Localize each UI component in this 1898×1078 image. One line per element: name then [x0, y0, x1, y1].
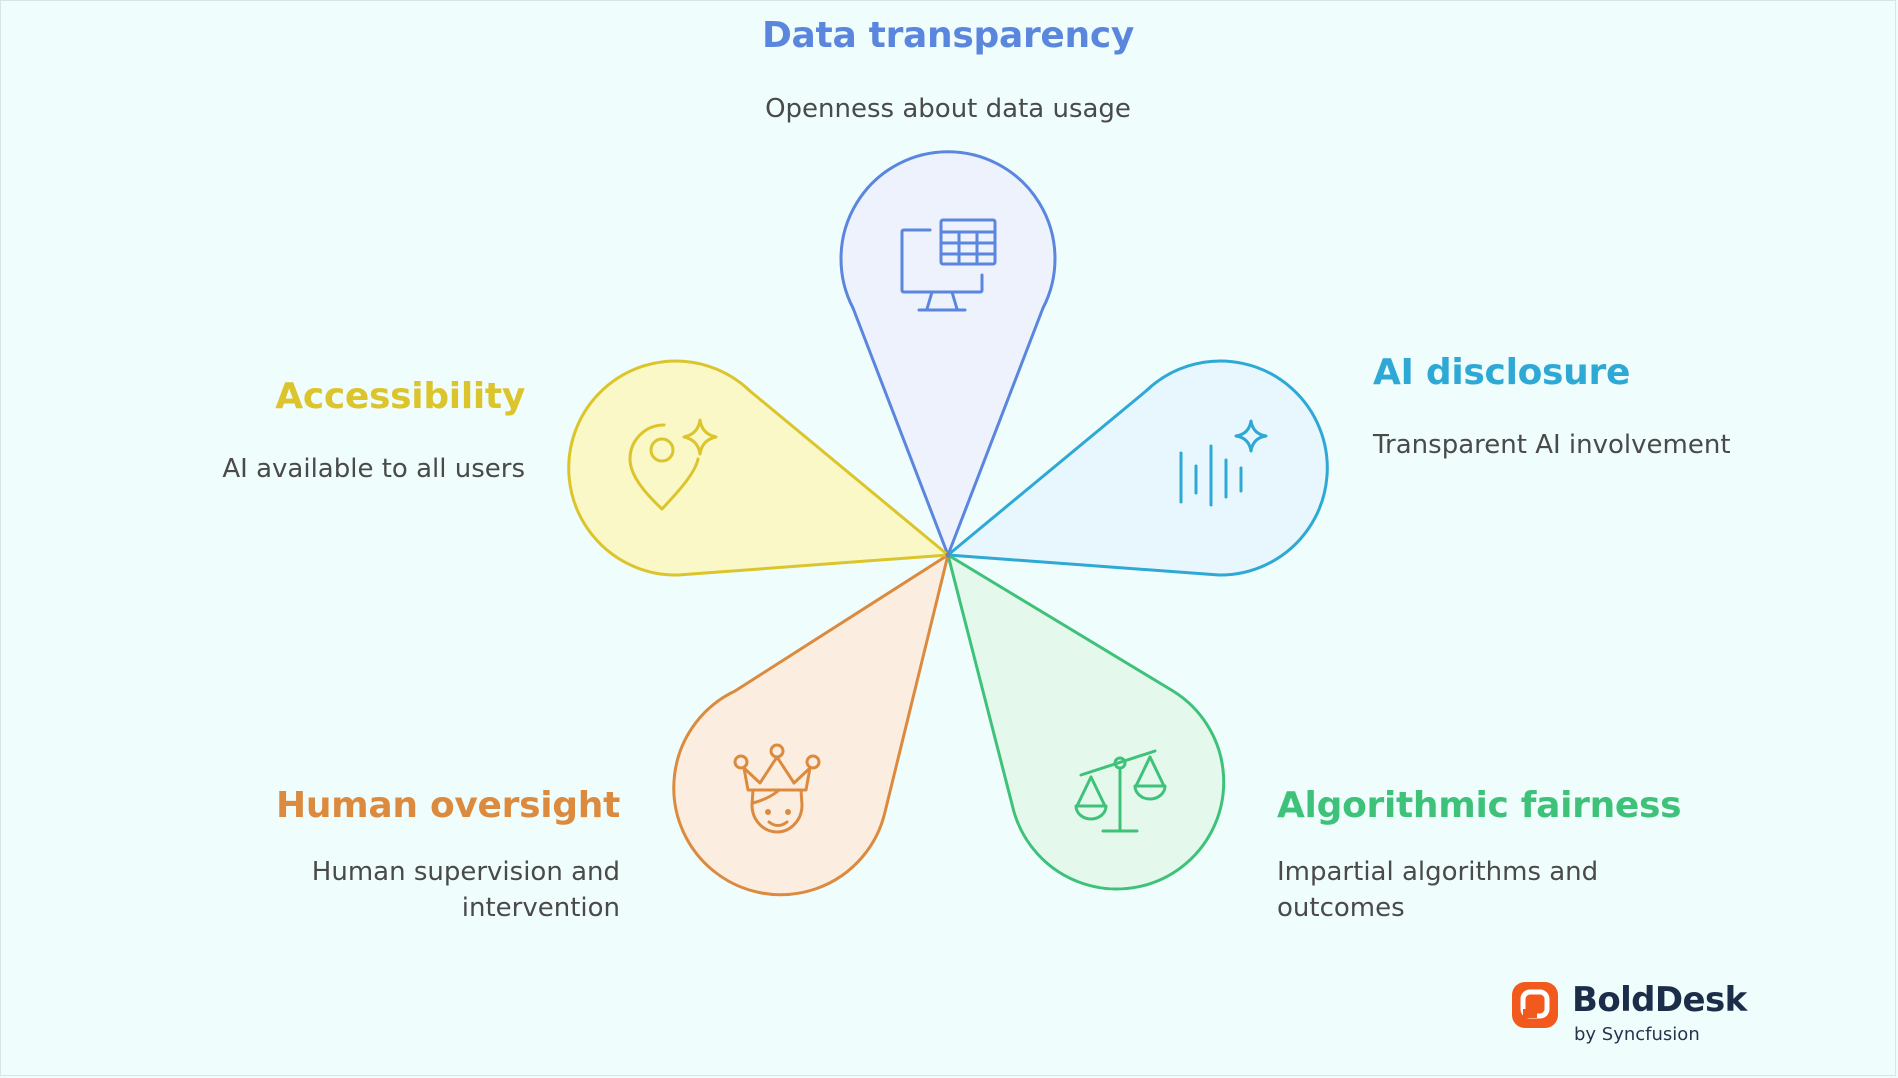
human-oversight-description: Human supervision and intervention: [311, 857, 620, 923]
crown-person-icon: [733, 743, 821, 834]
petal-ai-disclosure: [946, 359, 1329, 577]
ai-voice-icon: [1179, 419, 1268, 507]
bolddesk-brand: BoldDesk by Syncfusion: [1510, 978, 1770, 1050]
accessibility-title: Accessibility: [275, 376, 525, 417]
petal-accessibility: [567, 359, 950, 577]
petal-algorithmic-fairness: [946, 553, 1226, 891]
algorithmic-fairness-title: Algorithmic fairness: [1277, 785, 1682, 826]
data-transparency-title: Data transparency: [761, 15, 1135, 56]
brand-byline: by Syncfusion: [1574, 1024, 1700, 1045]
algorithmic-fairness-description: Impartial algorithms and outcomes: [1277, 857, 1599, 923]
accessibility-description: AI available to all users: [222, 454, 525, 484]
ai-disclosure-description: Transparent AI involvement: [1373, 430, 1731, 460]
bolddesk-logo-icon: [1512, 982, 1558, 1028]
petal-data-transparency: [839, 150, 1057, 557]
data-transparency-description: Openness about data usage: [765, 94, 1131, 124]
human-oversight-title: Human oversight: [276, 785, 620, 826]
brand-name: BoldDesk: [1572, 980, 1747, 1020]
computer-table-icon: [900, 218, 997, 312]
diagram-center-point: [945, 552, 951, 558]
petal-human-oversight: [672, 553, 950, 897]
location-sparkle-icon: [628, 418, 718, 511]
scales-icon: [1074, 749, 1167, 833]
ai-disclosure-title: AI disclosure: [1373, 352, 1631, 393]
